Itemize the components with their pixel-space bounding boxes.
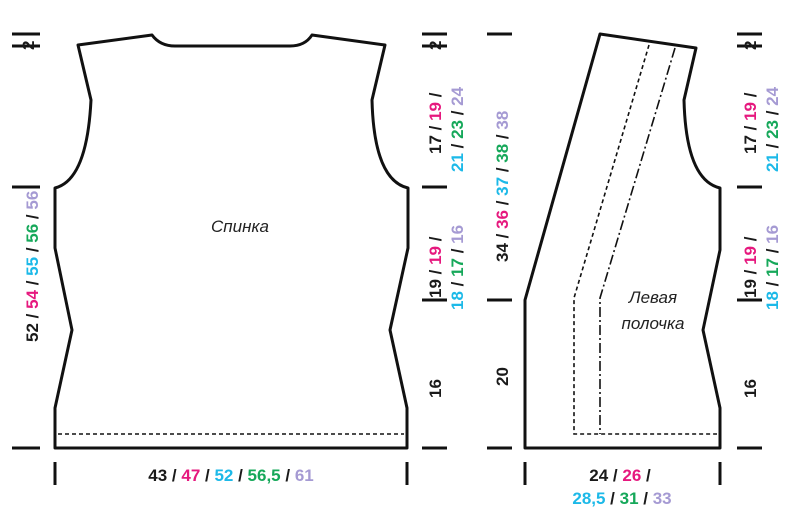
front-width-label-line2: 28,5 / 31 / 33 <box>572 489 671 508</box>
back-height-size-5: 56 <box>23 191 42 210</box>
back-height-dimension: 52 / 54 / 55 / 56 / 56 <box>12 185 42 450</box>
back-piece-label: Спинка <box>211 217 269 236</box>
front-side-label-line2: 18 / 17 / 16 <box>763 225 782 310</box>
front-width-dimension: 24 / 26 / 28,5 / 31 / 33 <box>523 462 722 508</box>
front-hem-height-label-right: 16 <box>741 379 760 398</box>
front-neck-height-label: 34 / 36 / 37 / 38 / 38 <box>493 111 512 262</box>
back-height-label: 52 / 54 / 55 / 56 / 56 <box>23 191 42 342</box>
back-width-dimension: 43 / 47 / 52 / 56,5 / 61 <box>53 462 409 485</box>
front-width-label-line1: 24 / 26 / <box>589 466 651 485</box>
back-armhole-label-line2: 21 / 23 / 24 <box>448 86 467 172</box>
front-hem-height-label: 20 <box>493 367 512 386</box>
back-height-size-3: 55 <box>23 257 42 276</box>
front-piece-label-line1: Левая <box>628 288 677 307</box>
back-height-size-2: 54 <box>23 289 42 308</box>
back-left-shoulder-label: 2 <box>19 41 38 50</box>
back-piece: Спинка <box>53 33 410 450</box>
back-width-label: 43 / 47 / 52 / 56,5 / 61 <box>148 466 313 485</box>
front-left-dimensions: 34 / 36 / 37 / 38 / 38 20 <box>487 32 512 450</box>
front-band-dashdot-line <box>599 47 676 434</box>
back-outline <box>53 33 410 450</box>
front-band-dashed-line <box>573 44 717 435</box>
back-shoulder-height-label: 2 <box>426 41 445 50</box>
front-armhole-label-line1: 17 / 19 / <box>741 92 760 154</box>
back-height-size-1: 52 <box>23 323 42 342</box>
back-hem-height-label: 16 <box>426 379 445 398</box>
front-piece: Левая полочка <box>523 32 722 450</box>
back-right-dimensions: 2 17 / 19 / 21 / 23 / 24 19 / 19 / 18 / … <box>422 32 467 450</box>
back-armhole-label-line1: 17 / 19 / <box>426 92 445 154</box>
front-outline <box>523 32 722 450</box>
front-right-dimensions: 2 17 / 19 / 21 / 23 / 24 19 / 19 / 18 / … <box>737 32 782 450</box>
front-piece-label-line2: полочка <box>622 314 685 333</box>
back-side-label-line2: 18 / 17 / 16 <box>448 225 467 310</box>
back-height-size-4: 56 <box>23 224 42 243</box>
front-side-label-line1: 19 / 19 / <box>741 236 760 298</box>
back-left-shoulder-dimension: 2 <box>12 32 40 50</box>
front-armhole-label-line2: 21 / 23 / 24 <box>763 86 782 172</box>
front-shoulder-height-label: 2 <box>741 41 760 50</box>
back-side-label-line1: 19 / 19 / <box>426 236 445 298</box>
